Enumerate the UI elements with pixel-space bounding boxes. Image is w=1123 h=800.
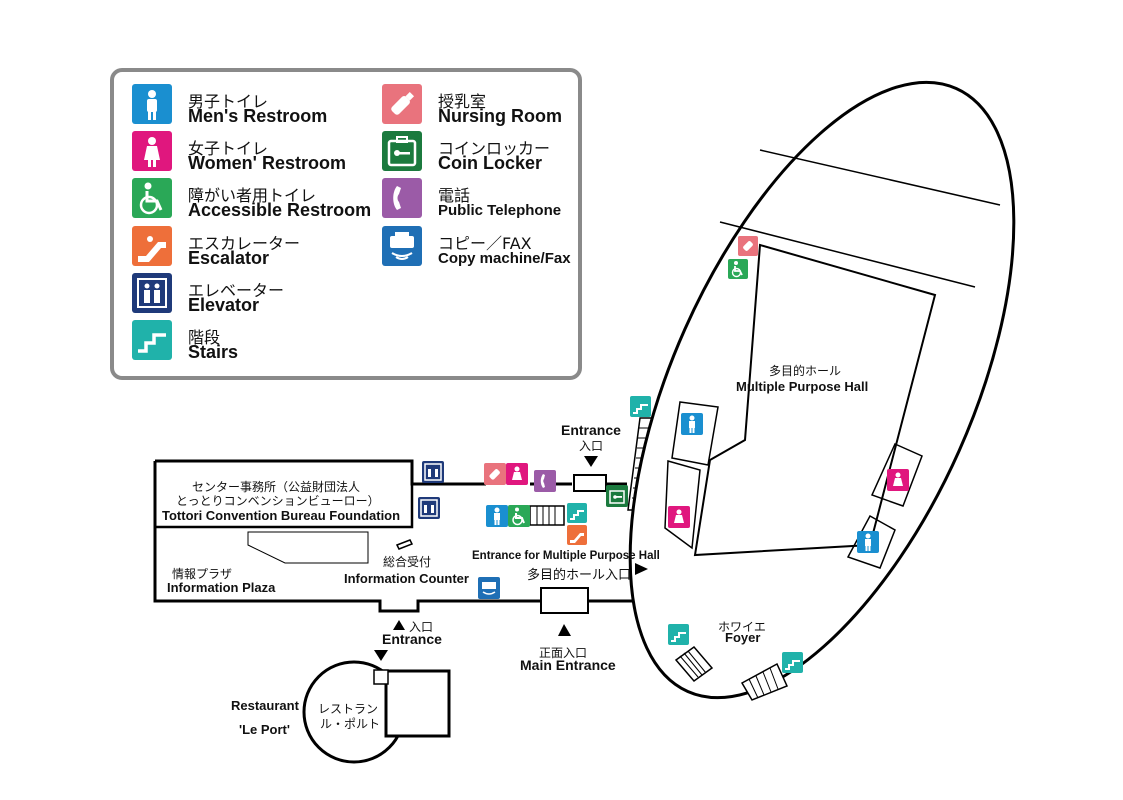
elevator-icon bbox=[418, 497, 440, 519]
nursing-room-icon bbox=[484, 463, 506, 485]
stairs-icon bbox=[132, 320, 172, 360]
legend-en: Escalator bbox=[188, 248, 270, 268]
women-restroom-icon bbox=[506, 463, 528, 485]
hall-side-room-right-upper bbox=[870, 443, 923, 507]
legend-en: Elevator bbox=[188, 295, 260, 315]
entrance-left-label-jp: 入口 bbox=[409, 620, 434, 634]
hall-side-room-left-upper bbox=[671, 401, 719, 466]
restaurant-building bbox=[302, 660, 451, 764]
counter-symbol bbox=[395, 539, 414, 550]
legend-jp: 授乳室 bbox=[438, 92, 487, 111]
elevator-icon bbox=[422, 461, 444, 483]
hall-upper-partition-2 bbox=[719, 221, 976, 288]
legend-jp: 階段 bbox=[188, 328, 221, 347]
main-entrance-label-jp: 正面入口 bbox=[539, 646, 588, 660]
inner-stairs bbox=[529, 505, 565, 526]
foyer-stairs-right bbox=[740, 662, 789, 701]
legend-jp: 電話 bbox=[438, 186, 471, 205]
accessible-restroom-icon bbox=[508, 505, 530, 527]
mph-entrance-label-jp: 多目的ホール入口 bbox=[527, 568, 632, 583]
hall-stage-area bbox=[693, 243, 937, 557]
legend-en: Public Telephone bbox=[438, 202, 562, 219]
restaurant-label-en-2: 'Le Port' bbox=[239, 722, 290, 737]
foyer-label-jp: ホワイエ bbox=[718, 620, 766, 634]
telephone-icon bbox=[382, 178, 422, 218]
plaza-label-en: Information Plaza bbox=[167, 580, 276, 595]
top-entrance-box bbox=[573, 474, 607, 492]
legend-en: Accessible Restroom bbox=[188, 200, 372, 220]
legend-jp: コインロッカー bbox=[438, 139, 551, 158]
stairs-icon bbox=[567, 503, 587, 523]
restaurant-label-en: Restaurant bbox=[231, 698, 299, 713]
men-restroom-icon bbox=[486, 505, 508, 527]
telephone-icon bbox=[534, 470, 556, 492]
escalator-icon bbox=[567, 525, 587, 545]
counter-label-en: Information Counter bbox=[344, 571, 469, 586]
women-restroom-icon bbox=[887, 469, 909, 491]
main-entrance-label-en: Main Entrance bbox=[520, 657, 616, 673]
plaza-label-jp: 情報プラザ bbox=[172, 567, 233, 581]
entrance-top-arrow bbox=[584, 456, 598, 467]
legend-en: Women' Restroom bbox=[188, 153, 346, 173]
legend-en: Stairs bbox=[188, 342, 239, 362]
main-entrance-arrow bbox=[558, 624, 571, 636]
main-entrance-box bbox=[540, 587, 589, 614]
legend-jp: 男子トイレ bbox=[188, 92, 269, 111]
mph-entrance-label-en: Entrance for Multiple Purpose Hall bbox=[472, 550, 660, 562]
legend-jp: 障がい者用トイレ bbox=[188, 186, 317, 205]
hall-side-room-right-lower bbox=[846, 514, 896, 569]
counter-label-jp: 総合受付 bbox=[383, 555, 432, 569]
restaurant-arrow bbox=[374, 650, 388, 661]
office-label-jp: センター事務所（公益財団法人 bbox=[192, 480, 361, 494]
entrance-top-label-en: Entrance bbox=[561, 422, 621, 438]
hall-label-jp: 多目的ホール bbox=[769, 364, 842, 378]
entrance-left-arrow bbox=[393, 620, 405, 630]
legend-en: Nursing Room bbox=[438, 106, 562, 126]
copy-fax-icon bbox=[382, 226, 422, 266]
hall-side-room-left-lower bbox=[664, 460, 701, 550]
women-restroom-icon bbox=[132, 131, 172, 171]
men-restroom-icon bbox=[132, 84, 172, 124]
office-room bbox=[155, 461, 414, 529]
legend-en: Men's Restroom bbox=[188, 106, 328, 126]
map-legend: 男子トイレ Men's Restroom 女子トイレ Women' Restro… bbox=[110, 68, 582, 380]
copy-fax-icon bbox=[478, 577, 500, 599]
mph-entrance-arrow bbox=[635, 563, 648, 575]
restaurant-label-jp-2: ル・ポルト bbox=[320, 717, 381, 731]
escalator-icon bbox=[132, 226, 172, 266]
entrance-top-label-jp: 入口 bbox=[579, 439, 604, 453]
legend-jp: 女子トイレ bbox=[188, 139, 269, 158]
hall-label-en: Multiple Purpose Hall bbox=[736, 379, 869, 394]
nursing-room-icon bbox=[382, 84, 422, 124]
hall-upper-partition-1 bbox=[759, 149, 1001, 206]
stairs-icon bbox=[782, 652, 803, 673]
legend-en: Copy machine/Fax bbox=[438, 250, 571, 267]
legend-en: Coin Locker bbox=[438, 153, 543, 173]
legend-jp: エレベーター bbox=[188, 281, 285, 300]
plaza-inner bbox=[247, 531, 369, 564]
coin-locker-icon bbox=[606, 485, 628, 507]
coin-locker-icon bbox=[382, 131, 422, 171]
nursing-room-icon bbox=[738, 236, 758, 256]
accessible-restroom-icon bbox=[728, 259, 748, 279]
elevator-icon bbox=[132, 273, 172, 313]
foyer-label-en: Foyer bbox=[725, 630, 761, 645]
stairs-icon bbox=[630, 396, 651, 417]
stairs-icon bbox=[668, 624, 689, 645]
legend-jp: コピー／FAX bbox=[438, 234, 532, 253]
office-label-en: Tottori Convention Bureau Foundation bbox=[162, 508, 401, 523]
men-restroom-icon bbox=[681, 413, 703, 435]
restaurant-label-jp: レストラン bbox=[318, 702, 379, 716]
legend-jp: エスカレーター bbox=[188, 234, 301, 253]
accessible-restroom-icon bbox=[132, 178, 172, 218]
women-restroom-icon bbox=[668, 506, 690, 528]
foyer-stairs-left bbox=[674, 645, 714, 683]
men-restroom-icon bbox=[857, 531, 879, 553]
entrance-left-label-en: Entrance bbox=[382, 631, 442, 647]
office-label-jp-2: とっとりコンベンションビューロー） bbox=[176, 494, 380, 508]
